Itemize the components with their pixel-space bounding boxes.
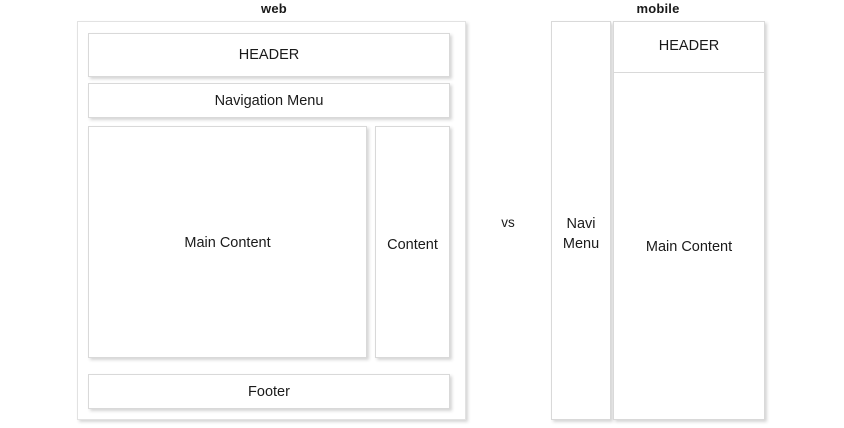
web-main-content-region[interactable]: Main Content bbox=[88, 126, 367, 358]
web-sidebar-content-label: Content bbox=[387, 237, 438, 253]
mobile-navigation-label-line2: Menu bbox=[562, 236, 600, 252]
web-footer-label: Footer bbox=[248, 384, 290, 400]
web-navigation-region[interactable]: Navigation Menu bbox=[88, 83, 450, 118]
mobile-body-region: HEADER Main Content bbox=[613, 21, 765, 420]
web-sidebar-content-region[interactable]: Content bbox=[375, 126, 450, 358]
mobile-navigation-label: Navi Menu bbox=[552, 214, 610, 254]
web-main-content-label: Main Content bbox=[184, 235, 271, 251]
mobile-header-region[interactable]: HEADER bbox=[614, 22, 764, 73]
web-navigation-label: Navigation Menu bbox=[214, 93, 324, 109]
mobile-navigation-region[interactable]: Navi Menu bbox=[551, 21, 611, 420]
mobile-navigation-label-line1: Navi bbox=[566, 216, 596, 232]
web-header-region[interactable]: HEADER bbox=[88, 33, 450, 77]
web-panel-title: web bbox=[261, 1, 287, 16]
mobile-main-content-label: Main Content bbox=[645, 239, 733, 255]
mobile-panel-title: mobile bbox=[636, 1, 680, 16]
web-footer-region[interactable]: Footer bbox=[88, 374, 450, 409]
comparison-operator-label: vs bbox=[501, 215, 515, 230]
mobile-header-label: HEADER bbox=[658, 38, 720, 54]
web-header-label: HEADER bbox=[238, 47, 300, 63]
